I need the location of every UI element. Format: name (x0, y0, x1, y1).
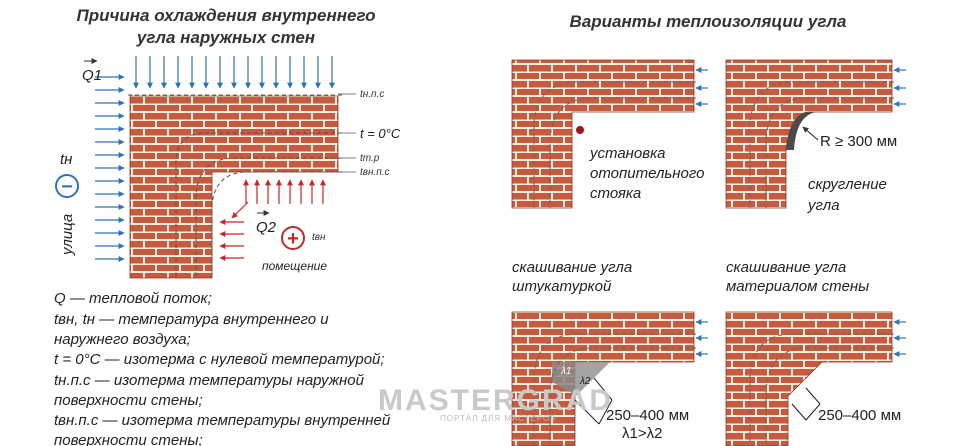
label-t-tr: tт.р (360, 153, 380, 164)
label-t-zero: t = 0°C (360, 126, 401, 141)
label-t-outer-surface: tн.п.с (360, 89, 384, 100)
variant3-arrows (695, 319, 708, 357)
legend: Q — тепловой поток; tвн, tн — температур… (54, 290, 391, 446)
right-title: Варианты теплоизоляции угла (570, 12, 847, 31)
street-label: улица (59, 214, 76, 256)
plus-sign: + (287, 228, 299, 250)
watermark-text: MASTERGRAD (378, 384, 613, 417)
left-title-line2: угла наружных стен (136, 28, 315, 47)
variant4-caption-line2: материалом стены (726, 278, 869, 295)
cold-flow-arrows-left (95, 74, 125, 262)
warm-flow-arrows-left (219, 219, 244, 261)
legend-line-6: поверхности стены; (54, 392, 203, 409)
variant1-line1: установка (589, 145, 666, 162)
variant3-size: 250–400 мм (606, 407, 689, 424)
heating-riser-marker (576, 126, 584, 134)
variant-wall-material-bevel: 250–400 мм (725, 311, 906, 446)
legend-line-7: tвн.п.с — изотерма температуры внутренне… (54, 412, 391, 429)
variant-heating-riser: установка отопительного стояка (511, 59, 708, 209)
variant2-arrows (893, 67, 906, 107)
left-title-line1: Причина охлаждения внутреннего (76, 6, 375, 25)
variant3-lambda2: λ2 (579, 376, 591, 387)
variant4-size: 250–400 мм (818, 407, 901, 424)
variant2-line1: скругление (808, 176, 887, 193)
variant3-caption-line2: штукатуркой (512, 278, 612, 295)
plus-icon (281, 226, 305, 250)
warm-flow-arrows-up (243, 179, 326, 204)
t-outer-label: tн (60, 151, 72, 168)
variant2-radius: R ≥ 300 мм (820, 133, 897, 150)
variant3-lambda1: λ1 (560, 366, 571, 377)
legend-line-3: наружнего воздуха; (54, 331, 191, 348)
t-inner-label: tвн (312, 232, 326, 243)
cold-flow-arrows-top (133, 56, 335, 89)
label-t-inner-surface: tвн.п.с (360, 167, 390, 178)
variant1-arrows (695, 67, 708, 107)
minus-icon (55, 174, 79, 198)
variant-rounding: R ≥ 300 мм скругление угла (725, 59, 906, 214)
variant1-line2: отопительного (590, 165, 704, 182)
minus-sign: − (61, 176, 73, 198)
legend-line-2: tвн, tн — температура внутреннего и (54, 311, 329, 328)
q1-label: Q1 (82, 67, 102, 84)
variant3-caption-line1: скашивание угла (512, 259, 632, 276)
legend-line-8: поверхности стены; (54, 432, 203, 446)
variant4-arrows (893, 319, 906, 357)
main-brick-wall-corner (129, 95, 339, 279)
variant3-lambda-rel: λ1>λ2 (622, 425, 662, 442)
room-label: помещение (262, 259, 327, 273)
isotherm-leaders (338, 93, 356, 173)
legend-line-4: t = 0°C — изотерма с нулевой температуро… (54, 351, 385, 368)
variant2-line2: угла (807, 197, 840, 214)
variant-plaster-bevel: λ1 λ2 250–400 мм λ1>λ2 (511, 311, 708, 446)
legend-line-5: tн.п.с — изотерма температуры наружной (54, 372, 365, 389)
isotherm-inner-surface (211, 171, 342, 278)
legend-line-1: Q — тепловой поток; (54, 290, 212, 307)
variant1-line3: стояка (590, 185, 641, 202)
watermark-subtext: ПОРТАЛ ДЛЯ МАСТЕРОВ (440, 414, 557, 423)
variant4-caption-line1: скашивание угла (726, 259, 846, 276)
q2-label: Q2 (256, 219, 277, 236)
warm-diagonal-arrow (231, 201, 249, 219)
isotherms-main (128, 94, 342, 278)
